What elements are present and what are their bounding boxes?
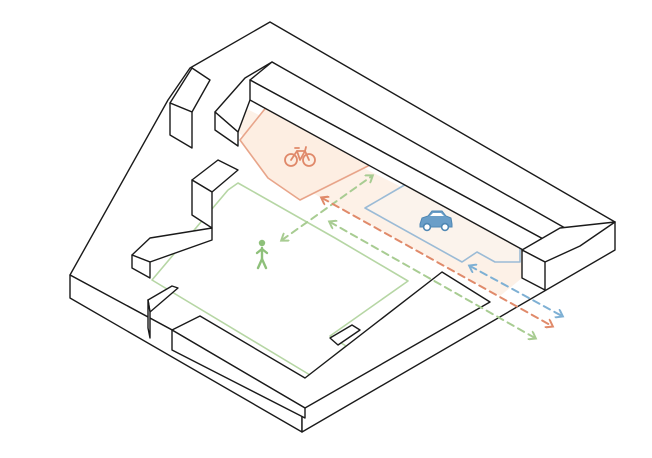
wall-back-step-front (214, 111, 239, 147)
wall-left-step2-front (131, 254, 151, 279)
pedestrian-icon (255, 239, 269, 270)
wall-front-long-front (171, 329, 306, 419)
wall-front-left-front (147, 299, 151, 339)
arrow-car-flow (470, 266, 562, 316)
bicycle-icon (284, 146, 316, 167)
car-icon (419, 210, 453, 232)
wall-back-left-front (169, 102, 193, 149)
